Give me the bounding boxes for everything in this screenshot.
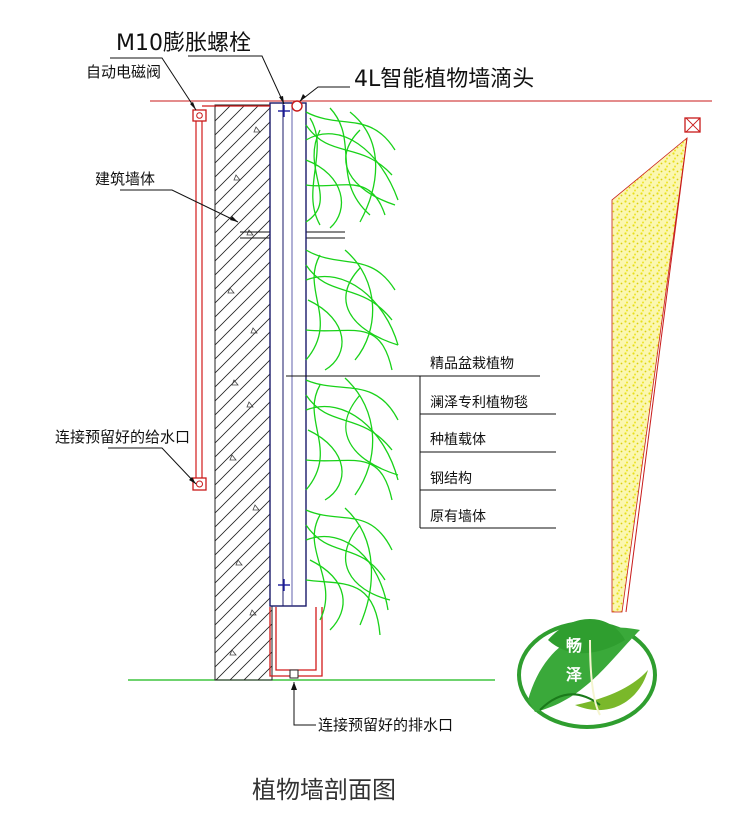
layer-label-steel: 钢结构 xyxy=(430,471,472,487)
water-inlet-label: 连接预留好的给水口 xyxy=(55,428,190,446)
solenoid-valve-icon xyxy=(192,109,207,122)
expansion-bolt xyxy=(278,105,290,591)
drip-head-label: 4L智能植物墙滴头 xyxy=(354,67,534,92)
layer-label-carrier: 种植载体 xyxy=(430,432,486,448)
solenoid-valve-label: 自动电磁阀 xyxy=(86,63,161,81)
spray-cone xyxy=(611,137,688,613)
solenoid-valve-port xyxy=(196,112,203,119)
layer-leader-lines xyxy=(286,375,556,529)
drip-head-icon xyxy=(291,100,303,112)
leader-arrowheads xyxy=(189,94,306,690)
water-supply-pipe xyxy=(195,105,270,478)
bolt-label: M10膨胀螺栓 xyxy=(116,31,251,56)
spray-cone-edge xyxy=(625,137,688,613)
water-inlet-port xyxy=(196,480,203,488)
logo-char-2: 泽 xyxy=(566,665,582,684)
building-wall-label: 建筑墙体 xyxy=(95,170,155,188)
drain-channel xyxy=(269,607,323,677)
diagram-title: 植物墙剖面图 xyxy=(252,776,396,804)
drain-outlet-icon xyxy=(289,669,299,679)
layer-label-blanket: 澜泽专利植物毯 xyxy=(430,395,528,411)
building-wall xyxy=(214,104,273,681)
steel-frame xyxy=(269,102,307,607)
logo-char-1: 畅 xyxy=(566,636,582,655)
plant-foliage xyxy=(305,107,399,636)
layer-label-wall: 原有墙体 xyxy=(430,509,486,525)
mist-nozzle xyxy=(684,117,701,133)
top-leader-lines xyxy=(108,55,350,726)
layer-label-plants: 精品盆栽植物 xyxy=(430,356,514,372)
drain-outlet-label: 连接预留好的排水口 xyxy=(318,716,453,734)
water-inlet-icon xyxy=(192,477,207,491)
company-logo: 畅 泽 xyxy=(517,619,657,729)
